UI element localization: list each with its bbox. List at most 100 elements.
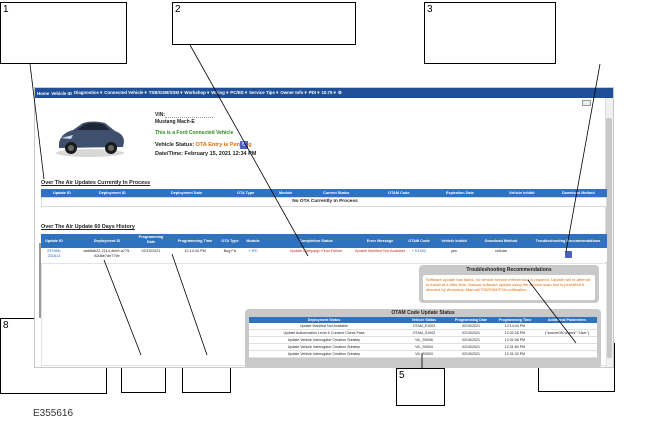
nav-tsb[interactable]: TSB/GSB/SSM ▾ <box>148 90 183 95</box>
vehicle-status-label: Vehicle Status: <box>155 142 195 148</box>
figure-id: E355616 <box>33 408 74 419</box>
column-header: OTA Type <box>221 239 239 243</box>
in-process-table-header: Update ID Deployment ID Deployment Date … <box>41 189 607 197</box>
ota-type: Bug Fix <box>223 249 237 253</box>
column-header: Completion Status <box>299 239 333 243</box>
vehicle-status: VIL_S0004 <box>415 345 433 349</box>
error-message: Update Manifest Not Available <box>354 249 406 253</box>
vehicle-datetime: Date/Time: February 15, 2021 12:34 PM <box>155 151 257 157</box>
programming-date: 02/15/2021 <box>462 352 480 356</box>
in-process-title: Over The Air Updates Currently In Proces… <box>41 180 151 186</box>
callout-number: 8 <box>3 320 9 331</box>
vehicle-status: OTAM_E1002 <box>412 324 436 328</box>
column-header: Vehicle Status <box>411 318 437 322</box>
column-header: Deployment Status <box>307 318 341 322</box>
module-link[interactable]: + IPC <box>248 249 258 253</box>
otam-title: OTAM Code Update Status <box>391 310 455 316</box>
scrollbar[interactable] <box>605 98 613 367</box>
programming-time: 12:31:50 PM <box>504 345 526 349</box>
recommendations-text: Software update has failed, no vehicle s… <box>423 275 595 300</box>
update-id[interactable]: 237068-231613 <box>47 249 61 258</box>
callout-box-1: 1 <box>0 2 127 64</box>
scroll-thumb[interactable] <box>606 118 612 358</box>
in-process-table-body: No OTA Currently In Process <box>41 197 607 207</box>
print-icon[interactable] <box>582 100 591 106</box>
nav-workshop[interactable]: Workshop ▾ <box>184 90 210 95</box>
otam-code-link[interactable]: + E1002 <box>411 249 427 253</box>
column-header: Deployment ID <box>99 191 126 195</box>
refresh-icon[interactable]: ↻ <box>240 141 248 149</box>
otam-row: Update Manifest Not Available OTAM_E1002… <box>249 323 597 330</box>
column-header: OTA Type <box>237 191 255 195</box>
additional-parameters: {"sourceOfConsent":"User"} <box>544 331 590 335</box>
nav-diagnostics[interactable]: Diagnostics ▾ <box>73 90 103 95</box>
deployment-status: Update Vehicle Interrogator Creation Sub… <box>287 352 361 356</box>
callout-number: 5 <box>399 370 405 381</box>
column-header: Update ID <box>45 239 63 243</box>
column-header: Download Method <box>484 239 518 243</box>
column-header: Programming Time <box>177 239 213 243</box>
recommendations-title: Troubleshooting Recommendations <box>466 267 552 273</box>
otam-row: Update Vehicle Interrogator Creation Sub… <box>249 351 597 358</box>
vehicle-status: OTAM_S1002 <box>412 331 436 335</box>
column-header: Programming Date <box>454 318 488 322</box>
vehicle-model: Mustang Mach-E <box>155 119 195 125</box>
column-header: Update ID <box>53 191 71 195</box>
nav-pced[interactable]: PC/ED ▾ <box>230 90 248 95</box>
completion-status: Update Campaign Final Failure <box>289 249 343 253</box>
history-title: Over The Air Update 60 Days History <box>41 224 135 230</box>
column-header: Troubleshooting Recommendations <box>535 239 601 243</box>
nav-pdi[interactable]: PDI ▾ <box>308 90 320 95</box>
vin-value-line <box>165 117 213 118</box>
deployment-status: Update Vehicle Interrogator Creation Sub… <box>287 338 361 342</box>
history-table-header: Update ID Deployment ID Programming Date… <box>41 234 607 248</box>
nav-owner-info[interactable]: Owner Info ▾ <box>280 90 307 95</box>
column-header: Deployment Date <box>171 191 203 195</box>
otam-row: Update Authorization Level & Consent Che… <box>249 330 597 337</box>
otam-row: Update Vehicle Interrogator Creation Sub… <box>249 337 597 344</box>
column-header: Programming Time <box>498 318 532 322</box>
callout-box-5: 5 <box>396 368 445 406</box>
callout-number: 2 <box>175 4 181 15</box>
programming-date: 02/15/2021 <box>462 338 480 342</box>
vin-label: VIN: <box>155 112 165 118</box>
column-header: Module <box>279 191 293 195</box>
download-method: cellular <box>494 249 508 253</box>
nav-version[interactable]: 10.75 ▾ <box>321 90 336 95</box>
recommendations-panel: Troubleshooting Recommendations Software… <box>419 265 599 303</box>
nav-connected-vehicle[interactable]: Connected Vehicle ▾ <box>104 90 147 95</box>
column-header: OTAM Code <box>388 191 410 195</box>
programming-time: 12:14:44 PM <box>504 324 526 328</box>
column-header: Error Message <box>366 239 394 243</box>
column-header: Vehicle Inhibit <box>509 191 535 195</box>
column-header: Download Method <box>562 191 595 195</box>
programming-time: 12:32:28 PM <box>504 331 526 335</box>
callout-box-3: 3 <box>424 2 556 64</box>
column-header: Expiration Date <box>446 191 474 195</box>
programming-time: 12:14:44 PM <box>184 249 206 253</box>
vehicle-status: VIL_S0006 <box>415 338 433 342</box>
column-header: Current Status <box>323 191 350 195</box>
nav-wiring[interactable]: Wiring ▾ <box>211 90 229 95</box>
column-header: Module <box>246 239 260 243</box>
column-header: Vehicle Inhibit <box>441 239 467 243</box>
deployment-status: Update Vehicle Interrogator Creation Sub… <box>287 345 361 349</box>
history-row[interactable]: 237068-231613 aab8db22-2114-4eb9-a775-82… <box>41 248 607 262</box>
column-header: Deployment ID <box>93 239 121 243</box>
callout-number: 3 <box>427 4 433 15</box>
nav-settings-gear-icon[interactable]: ⚙ <box>337 90 342 95</box>
no-ota-message: No OTA Currently In Process <box>292 199 358 204</box>
nav-service-tips[interactable]: Service Tips ▾ <box>249 90 279 95</box>
fdrs-screen: Home Vehicle ID Diagnostics ▾ Connected … <box>34 87 614 368</box>
vehicle-image <box>56 121 124 157</box>
callout-box-2: 2 <box>172 2 356 45</box>
top-nav-bar: Home Vehicle ID Diagnostics ▾ Connected … <box>35 88 613 98</box>
column-header: Programming Date <box>138 235 164 244</box>
troubleshooting-icon[interactable] <box>565 251 572 258</box>
callout-number: 1 <box>3 4 9 15</box>
nav-vehicle-id[interactable]: Vehicle ID <box>51 90 72 96</box>
nav-home[interactable]: Home <box>37 90 50 96</box>
deployment-status: Update Authorization Level & Consent Che… <box>283 331 365 335</box>
vehicle-status: VIL_S0003 <box>415 352 433 356</box>
otam-status-panel: OTAM Code Update Status Deployment Statu… <box>245 309 601 367</box>
